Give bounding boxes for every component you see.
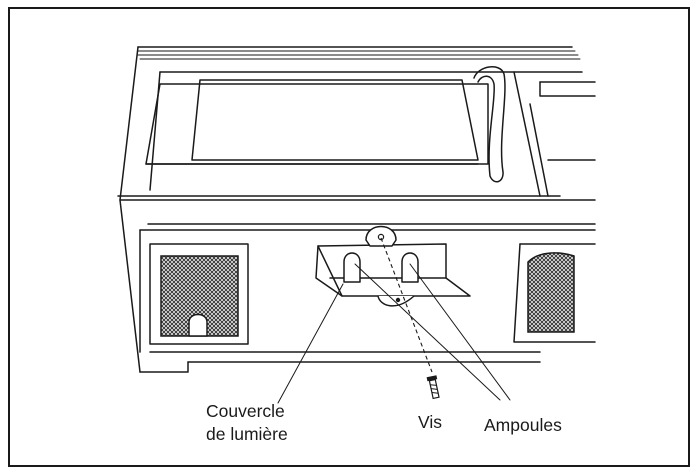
hood-underside xyxy=(139,223,596,353)
bulb-right xyxy=(401,252,419,283)
bulb-left xyxy=(343,252,361,283)
leader-lines xyxy=(277,263,511,404)
screw-label: Vis xyxy=(418,412,442,432)
light-cover-label-line1: Couvercle xyxy=(206,401,285,421)
top-filter-panel xyxy=(145,79,489,165)
figure-frame xyxy=(8,7,690,467)
hood-top-edge xyxy=(137,46,581,60)
light-cover xyxy=(315,225,471,307)
screw-icon xyxy=(426,375,440,400)
screw-path xyxy=(380,237,433,373)
light-cover-label-line2: de lumière xyxy=(206,424,288,444)
left-grease-filter xyxy=(149,243,249,345)
right-grease-filter xyxy=(513,243,596,343)
bulbs-label: Ampoules xyxy=(484,415,562,435)
handle-loop xyxy=(473,66,506,183)
right-hood-panel xyxy=(513,71,596,197)
bulbs xyxy=(343,252,419,283)
